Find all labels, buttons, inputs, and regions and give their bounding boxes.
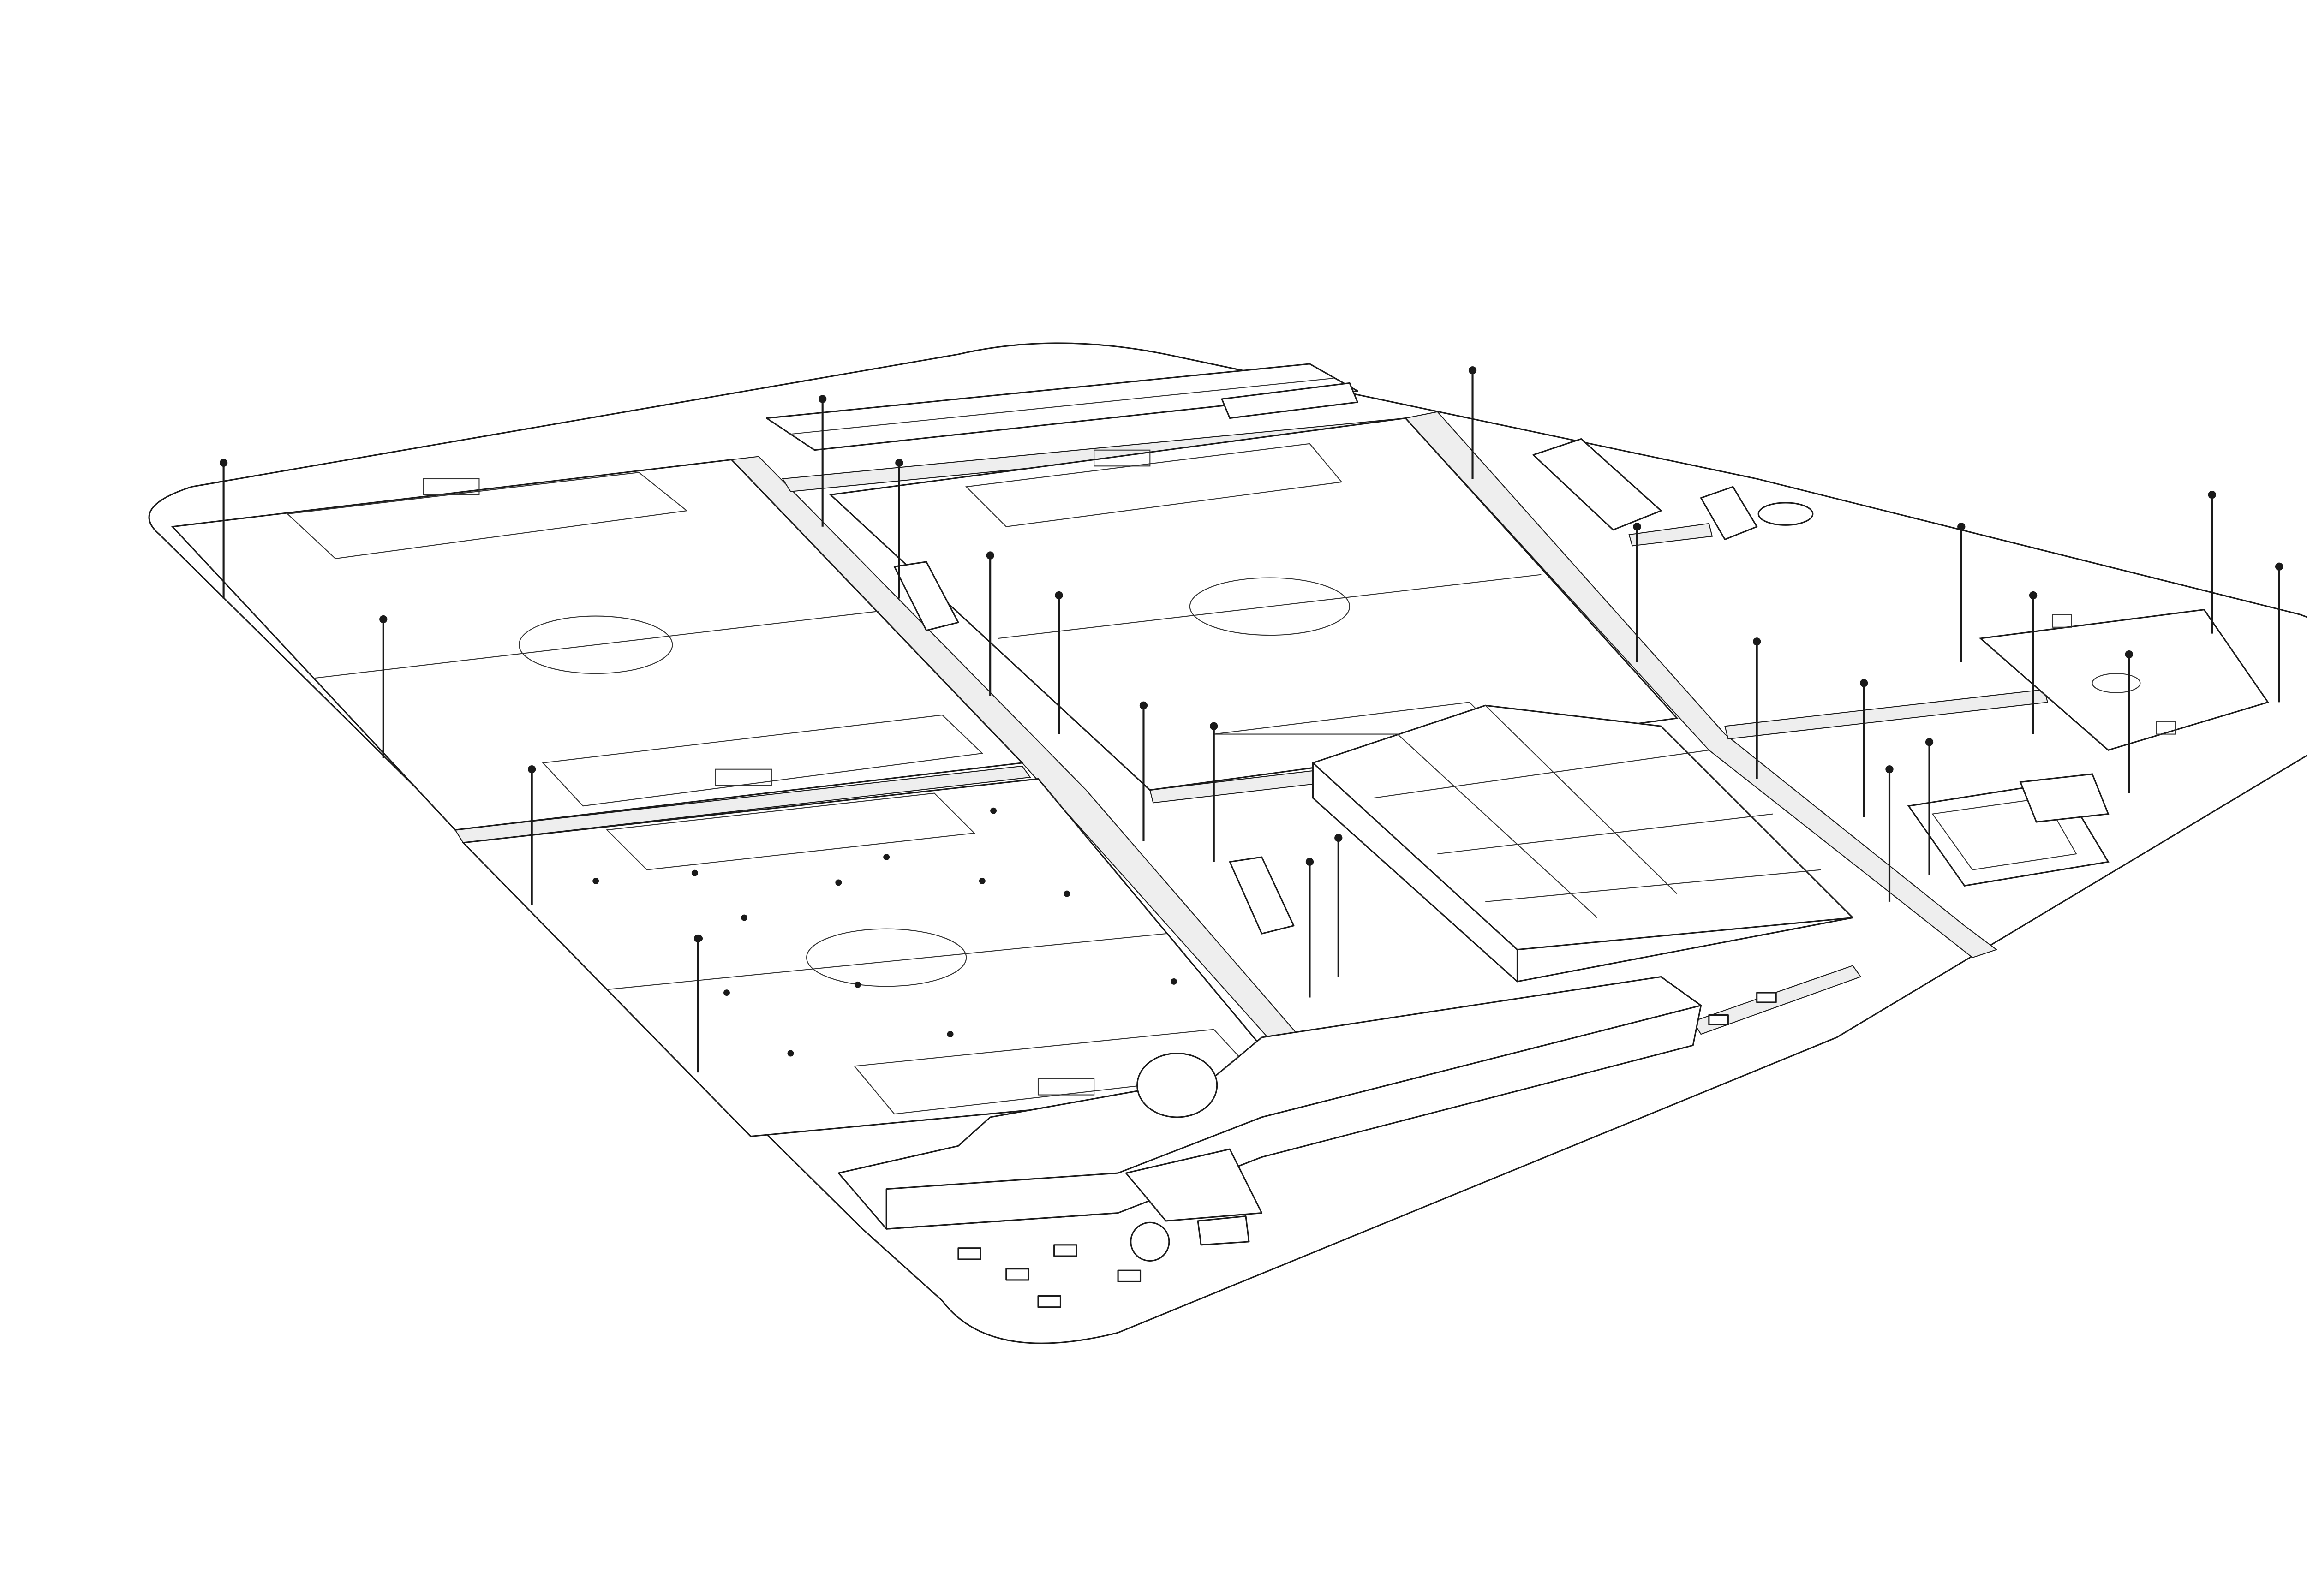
floodlight-icon xyxy=(1305,858,1314,998)
site-boundary xyxy=(148,342,2307,1344)
clubhouse-building xyxy=(837,976,1702,1246)
player-figure-icon xyxy=(723,989,730,996)
player-figure-icon xyxy=(787,1050,794,1057)
floodlight-icon xyxy=(528,765,536,905)
player-figure-icon xyxy=(854,981,861,988)
floodlight-icon xyxy=(219,459,228,599)
player-figure-icon xyxy=(990,807,997,814)
parking-lot xyxy=(957,992,1777,1308)
floodlight-icon xyxy=(1885,765,1894,902)
solar-canopy-grandstand xyxy=(765,363,1358,451)
floodlight-icon xyxy=(1633,523,1641,662)
bench-stand-2 xyxy=(1229,856,1295,935)
car-icon xyxy=(1053,1244,1077,1257)
car-icon xyxy=(1708,1014,1729,1025)
footpaths xyxy=(454,411,2048,1094)
player-figure-icon xyxy=(979,878,986,884)
floodlight-icon xyxy=(1334,834,1343,977)
floodlight-icon xyxy=(1139,701,1148,841)
football-field-bottom-left xyxy=(461,778,1295,1137)
player-figure-icon xyxy=(691,869,698,876)
floodlight-icon xyxy=(986,551,994,696)
floodlight-icon xyxy=(1210,722,1218,862)
football-field-top-right xyxy=(829,417,1679,791)
player-figure-icon xyxy=(1171,978,1177,985)
floodlight-icon xyxy=(2125,650,2133,793)
floodlight-icon xyxy=(1753,637,1761,779)
floodlight-icon xyxy=(819,395,827,527)
floodlight-icon xyxy=(1055,591,1063,734)
players xyxy=(592,807,1177,1057)
floodlight-icon xyxy=(1468,366,1477,479)
floodlight-icon xyxy=(2275,562,2283,703)
tree-icon xyxy=(1130,1221,1170,1262)
player-figure-icon xyxy=(741,914,747,921)
outbuildings xyxy=(1532,438,1814,541)
car-icon xyxy=(1005,1268,1029,1281)
player-figure-icon xyxy=(696,935,703,942)
sports-hall xyxy=(1312,704,1853,983)
car-icon xyxy=(1756,992,1777,1003)
floodlight-icon xyxy=(895,459,903,599)
floodlight-icon xyxy=(2208,490,2216,634)
football-field-top-left xyxy=(171,459,1024,831)
bench-stand-1 xyxy=(893,561,959,631)
car-icon xyxy=(957,1247,981,1260)
player-figure-icon xyxy=(835,879,842,886)
car-icon xyxy=(1037,1295,1062,1308)
player-figure-icon xyxy=(947,1031,954,1037)
floodlights xyxy=(219,366,2283,1073)
floodlight-icon xyxy=(1957,523,1966,662)
floodlight-icon xyxy=(379,615,388,758)
tennis-court xyxy=(1907,773,2110,887)
small-field-right xyxy=(1978,609,2269,751)
floodlight-icon xyxy=(1859,679,1868,817)
player-figure-icon xyxy=(883,854,890,860)
floodlight-icon xyxy=(2029,591,2038,734)
player-figure-icon xyxy=(1064,890,1070,897)
floodlight-icon xyxy=(1925,738,1934,875)
car-icon xyxy=(1117,1269,1142,1282)
player-figure-icon xyxy=(592,878,599,884)
